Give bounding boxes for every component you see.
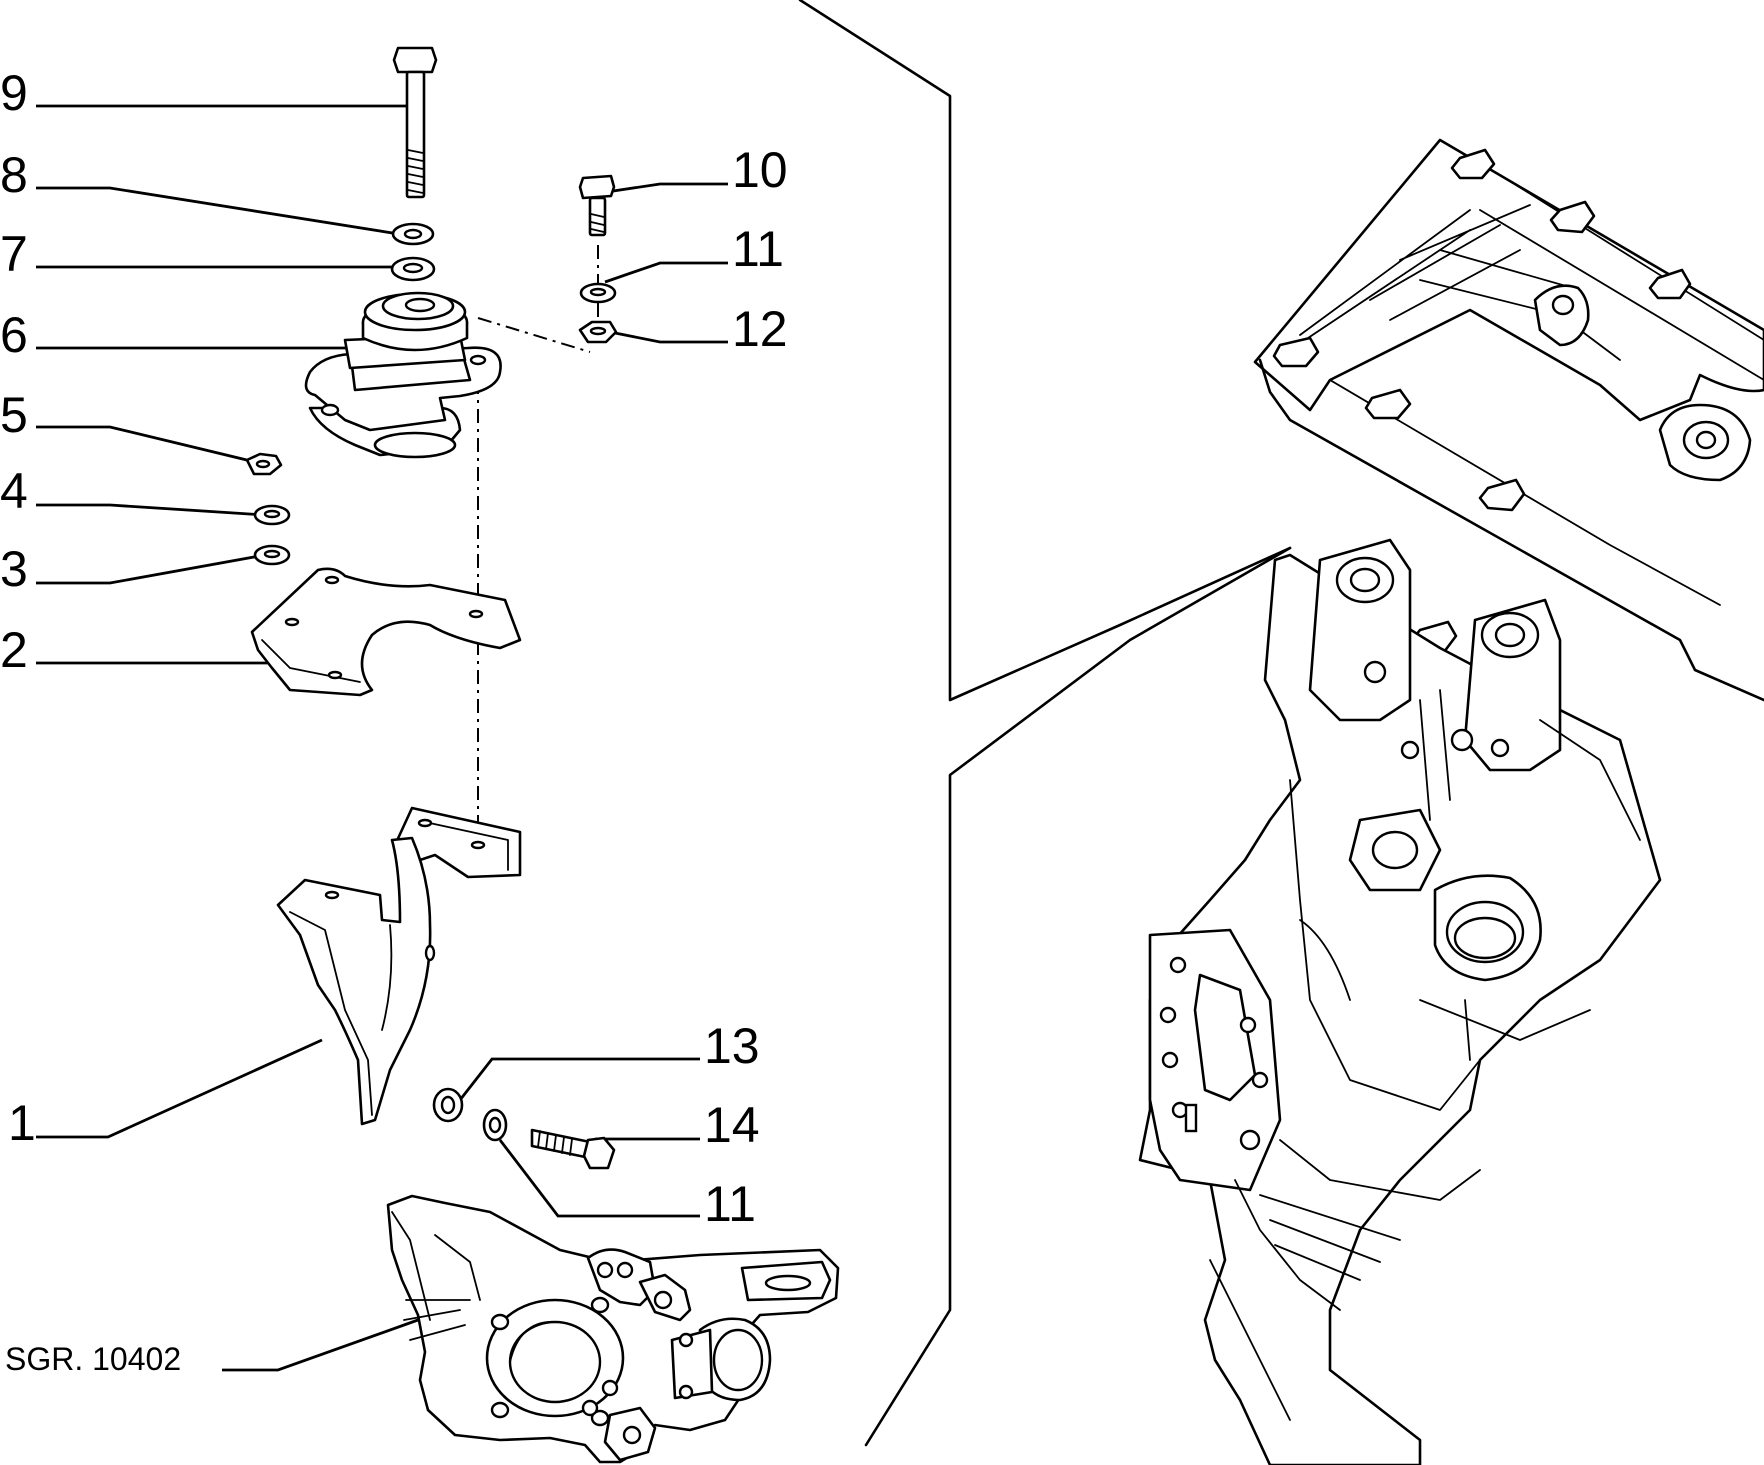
bracket-1 <box>276 806 522 1126</box>
callout-12: 12 <box>732 301 788 357</box>
leader-11-bottom <box>498 1139 700 1218</box>
callout-4: 4 <box>0 463 28 519</box>
spring-washer-11-top <box>579 282 617 304</box>
washer-3 <box>253 544 291 566</box>
callout-10: 10 <box>732 142 788 198</box>
engine-mount-6 <box>304 291 502 459</box>
callout-5: 5 <box>0 387 28 443</box>
leader-reference <box>222 1318 419 1372</box>
washer-7 <box>390 256 436 282</box>
callout-11-bottom: 11 <box>704 1176 756 1232</box>
callout-1: 1 <box>8 1095 36 1151</box>
callout-labels: 9 8 7 6 5 4 3 2 1 10 11 12 13 14 11 SGR.… <box>0 65 788 1377</box>
callout-13: 13 <box>704 1018 760 1074</box>
nut-12 <box>578 320 618 344</box>
leader-12 <box>609 330 728 344</box>
spring-washer-11-bottom <box>482 1108 508 1142</box>
drawing-reference: SGR. 10402 <box>5 1341 181 1377</box>
callout-14: 14 <box>704 1097 760 1153</box>
leader-13 <box>458 1057 700 1101</box>
leader-8 <box>36 186 406 237</box>
callout-6: 6 <box>0 307 28 363</box>
leader-lines <box>36 104 728 1372</box>
leader-3 <box>36 553 266 585</box>
callout-2: 2 <box>0 622 28 678</box>
washer-13 <box>432 1087 464 1123</box>
leader-11-top <box>604 261 728 284</box>
leader-5 <box>36 425 256 464</box>
nut-5 <box>245 452 283 476</box>
section-divider-upper <box>798 0 1292 702</box>
coolant-housing <box>386 1194 840 1464</box>
callout-11-top: 11 <box>732 221 784 277</box>
leader-4 <box>36 503 266 517</box>
leader-1 <box>36 1038 323 1139</box>
assembly-axis-mount <box>477 317 591 353</box>
section-divider-lower <box>864 546 1292 1447</box>
bolt-10 <box>578 174 616 237</box>
callout-9: 9 <box>0 65 28 121</box>
bolt-14 <box>530 1128 616 1170</box>
leader-10 <box>599 182 728 195</box>
callout-3: 3 <box>0 541 28 597</box>
callout-8: 8 <box>0 147 28 203</box>
spring-washer-4 <box>253 504 291 526</box>
bolt-9 <box>392 46 438 199</box>
plate-2 <box>250 567 522 697</box>
callout-7: 7 <box>0 226 28 282</box>
spring-washer-8 <box>391 222 435 246</box>
engine-block <box>1138 138 1764 1465</box>
